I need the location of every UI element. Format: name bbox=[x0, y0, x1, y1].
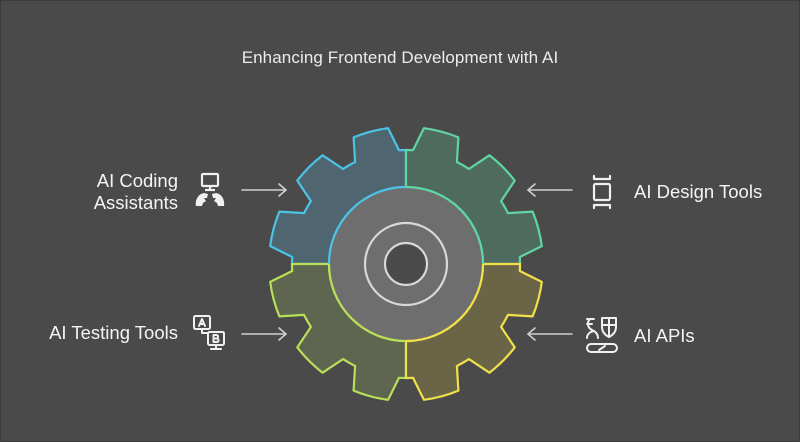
api-connector-icon bbox=[586, 317, 618, 353]
label-ai-design-tools: AI Design Tools bbox=[634, 181, 794, 203]
arrow-left-icon bbox=[527, 327, 573, 341]
label-line: AI Testing Tools bbox=[49, 322, 178, 343]
hub-outer-ring bbox=[363, 221, 449, 307]
arrow-right-icon bbox=[241, 183, 287, 197]
hub-border-top-left bbox=[327, 185, 407, 265]
hub-axle-hole bbox=[383, 241, 429, 287]
label-line: AI Design Tools bbox=[634, 181, 763, 202]
label-ai-testing-tools: AI Testing Tools bbox=[20, 322, 178, 344]
diagram-title: Enhancing Frontend Development with AI bbox=[241, 48, 559, 67]
hub-border-top-right bbox=[405, 185, 485, 265]
hub-border-bottom-left bbox=[327, 263, 407, 343]
computer-with-hands-icon bbox=[195, 172, 225, 206]
arrow-left-icon bbox=[527, 183, 573, 197]
label-ai-coding-assistants: AI Coding Assistants bbox=[60, 170, 178, 214]
arrow-right-icon bbox=[241, 327, 287, 341]
label-line: Assistants bbox=[93, 192, 178, 213]
label-ai-apis: AI APIs bbox=[634, 325, 754, 347]
label-line: AI Coding bbox=[96, 170, 178, 191]
hub-border-bottom-right bbox=[405, 263, 485, 343]
frame-design-icon bbox=[592, 174, 612, 210]
label-line: AI APIs bbox=[634, 325, 695, 346]
ab-test-monitors-icon bbox=[193, 315, 225, 350]
